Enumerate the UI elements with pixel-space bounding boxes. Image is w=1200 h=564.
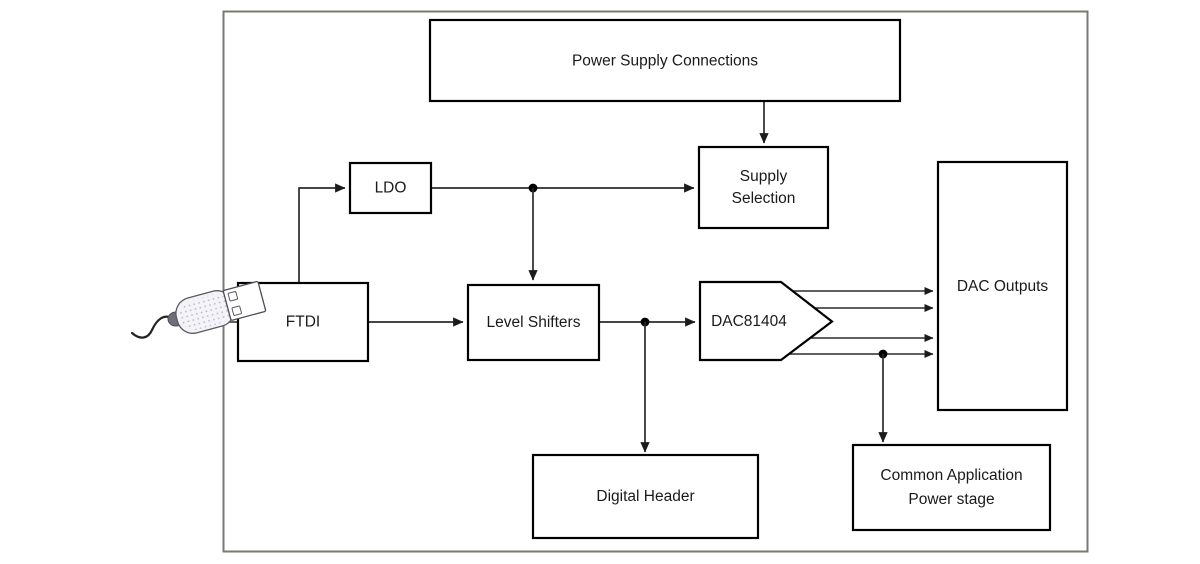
- block-label-dac81404: DAC81404: [711, 313, 787, 330]
- block-supply-selection[interactable]: Supply Selection: [697, 145, 830, 230]
- block-dac81404[interactable]: DAC81404: [698, 280, 834, 362]
- block-digital-header[interactable]: Digital Header: [531, 453, 760, 540]
- wire-usb-branch-to-ldo: [298, 183, 346, 322]
- block-label-power-stage-line1: Common Application: [880, 467, 1022, 484]
- block-dac-outputs[interactable]: DAC Outputs: [936, 160, 1069, 412]
- block-label-dac-outputs: DAC Outputs: [957, 278, 1049, 295]
- usb-plug-texture: [179, 293, 231, 331]
- block-label-power-supply-connections: Power Supply Connections: [572, 53, 758, 70]
- usb-cable: [130, 315, 174, 339]
- block-ldo[interactable]: LDO: [348, 161, 433, 215]
- block-level-shifters[interactable]: Level Shifters: [466, 283, 601, 362]
- block-label-supply-selection-line1: Supply: [740, 168, 788, 185]
- block-label-ldo: LDO: [375, 180, 407, 197]
- block-label-power-stage-line2: Power stage: [908, 491, 994, 508]
- board-outline: [222, 10, 1089, 553]
- block-label-digital-header: Digital Header: [596, 488, 694, 505]
- usb-pin-top: [227, 291, 239, 302]
- block-common-application-power-stage[interactable]: Common Application Power stage: [851, 443, 1052, 532]
- block-label-ftdi: FTDI: [286, 314, 320, 331]
- usb-connector-icon: [130, 280, 267, 339]
- block-label-level-shifters: Level Shifters: [487, 314, 581, 331]
- block-power-supply-connections[interactable]: Power Supply Connections: [428, 18, 902, 103]
- block-label-supply-selection-line2: Selection: [732, 190, 796, 207]
- usb-pin-bottom: [231, 305, 242, 316]
